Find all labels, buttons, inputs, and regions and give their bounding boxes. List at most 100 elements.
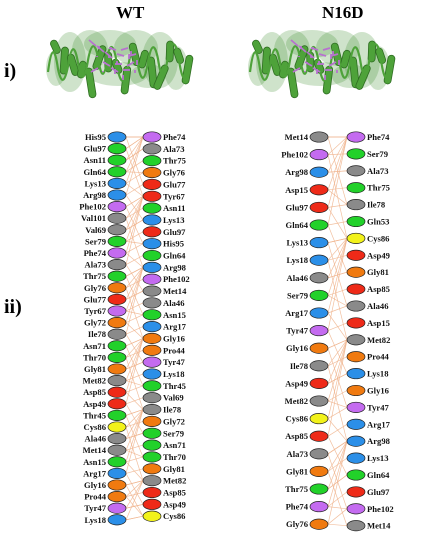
svg-text:Ala46: Ala46 (367, 301, 389, 311)
wt-left-residue-met82: Met82 (83, 375, 127, 387)
wt-edge (125, 338, 144, 370)
svg-text:Thr75: Thr75 (285, 484, 308, 494)
wt-edge (125, 171, 144, 173)
n16d-ligand (290, 39, 340, 80)
n16d-edge (327, 339, 348, 419)
wt-left-residue-pro44: Pro44 (84, 491, 127, 503)
svg-text:Arg98: Arg98 (367, 436, 391, 446)
svg-text:Gly72: Gly72 (84, 318, 106, 328)
wt-right-residue-glu97: Glu97 (142, 226, 186, 238)
n16d-right-residue-gly16: Gly16 (346, 384, 390, 397)
svg-text:Asn11: Asn11 (84, 155, 106, 165)
svg-text:Glu97: Glu97 (367, 487, 390, 497)
wt-right-residue-pro44: Pro44 (142, 344, 186, 356)
n16d-left-residue-met82: Met82 (285, 395, 329, 407)
svg-text:Arg17: Arg17 (163, 322, 187, 332)
n16d-right-residue-lys13: Lys13 (346, 452, 389, 464)
wt-edge (125, 338, 144, 381)
svg-text:Pro44: Pro44 (367, 352, 390, 362)
n16d-left-residue-gly76: Gly76 (286, 518, 329, 530)
n16d-edge (327, 154, 348, 239)
wt-edge (125, 267, 144, 323)
wt-edge (125, 338, 144, 358)
svg-text:Val101: Val101 (81, 213, 106, 223)
n16d-left-residue-arg98: Arg98 (285, 166, 329, 178)
n16d-edge (327, 136, 348, 226)
n16d-right-residue-gln64: Gln64 (346, 469, 390, 481)
wt-right-residue-asp85: Asp85 (142, 486, 186, 499)
wt-left-residue-ser79: Ser79 (85, 235, 127, 247)
wt-edge (125, 468, 144, 474)
n16d-right-residue-ile78: Ile78 (346, 199, 386, 211)
wt-ligand (88, 39, 138, 80)
wt-right-residue-his95: His95 (142, 238, 184, 250)
svg-text:Met14: Met14 (83, 445, 107, 455)
n16d-edge (327, 136, 348, 155)
n16d-edge (327, 508, 348, 525)
svg-text:Lys18: Lys18 (287, 255, 309, 265)
svg-text:Tyr47: Tyr47 (163, 357, 186, 367)
wt-edge (125, 184, 144, 196)
svg-text:Phe74: Phe74 (84, 248, 107, 258)
svg-text:Thr75: Thr75 (163, 156, 186, 166)
svg-text:Gln53: Gln53 (367, 217, 389, 227)
wt-left-residue-ile78: Ile78 (88, 328, 127, 340)
n16d-left-residue-phe74: Phe74 (286, 501, 329, 513)
wt-right-residue-gly81: Gly81 (142, 463, 185, 475)
wt-left-residue-cys86: Cys86 (84, 421, 127, 433)
svg-text:Gly81: Gly81 (84, 364, 106, 374)
n16d-edge (327, 238, 348, 243)
wt-left-residue-val69: Val69 (85, 224, 127, 236)
wt-left-residue-gly16: Gly16 (84, 479, 127, 491)
svg-text:Met14: Met14 (367, 521, 391, 531)
svg-text:Gly16: Gly16 (163, 333, 186, 343)
svg-text:Arg98: Arg98 (163, 262, 187, 272)
wt-left-residue-glu77: Glu77 (84, 293, 127, 305)
wt-edge (125, 136, 144, 149)
n16d-edge (327, 441, 348, 490)
svg-text:Tyr67: Tyr67 (163, 191, 186, 201)
n16d-right-residue-arg17: Arg17 (346, 418, 391, 430)
wt-edge (125, 243, 144, 254)
n16d-edge (327, 295, 348, 307)
n16d-edge (327, 441, 348, 525)
n16d-edge (327, 424, 348, 437)
n16d-structure (248, 30, 396, 99)
wt-edge (125, 195, 144, 207)
n16d-edge (327, 288, 348, 296)
wt-edge (125, 196, 144, 219)
n16d-left-residue-asp85: Asp85 (285, 430, 329, 442)
svg-text:Asn15: Asn15 (163, 310, 186, 320)
svg-text:Pro44: Pro44 (163, 345, 186, 355)
svg-text:Phe74: Phe74 (163, 132, 186, 142)
n16d-edge (327, 189, 348, 205)
svg-text:Phe74: Phe74 (367, 132, 390, 142)
svg-text:Gly76: Gly76 (84, 283, 107, 293)
wt-right-residue-met14: Met14 (142, 285, 187, 297)
svg-text:Lys13: Lys13 (287, 238, 309, 248)
wt-right-residue-thr45: Thr45 (142, 380, 186, 392)
panel-label-network: ii) (4, 296, 22, 318)
n16d-left-residue-ala46: Ala46 (287, 272, 329, 284)
wt-title: WT (116, 3, 145, 22)
residue-nodes: His95Glu97Asn11Gln64Lys13Arg98Phe102Val1… (79, 131, 394, 532)
n16d-right-residue-gln53: Gln53 (346, 215, 389, 228)
svg-text:Ala73: Ala73 (287, 449, 308, 459)
n16d-left-residue-lys13: Lys13 (287, 237, 329, 249)
svg-text:Cys86: Cys86 (84, 422, 107, 432)
n16d-edge (327, 224, 348, 273)
svg-text:Glu97: Glu97 (163, 227, 186, 237)
wt-edge (125, 326, 144, 335)
wt-edge (125, 504, 144, 509)
n16d-edge (327, 136, 348, 205)
n16d-title: N16D (322, 3, 364, 22)
n16d-edge (327, 238, 348, 278)
svg-text:Val69: Val69 (85, 225, 106, 235)
wt-left-residue-arg17: Arg17 (83, 467, 127, 479)
n16d-right-residue-lys18: Lys18 (346, 368, 389, 380)
wt-right-residue-tyr47: Tyr47 (142, 356, 186, 368)
wt-edge (125, 397, 144, 405)
wt-left-residue-asn71: Asn71 (83, 340, 127, 352)
svg-text:Pro44: Pro44 (84, 492, 107, 502)
